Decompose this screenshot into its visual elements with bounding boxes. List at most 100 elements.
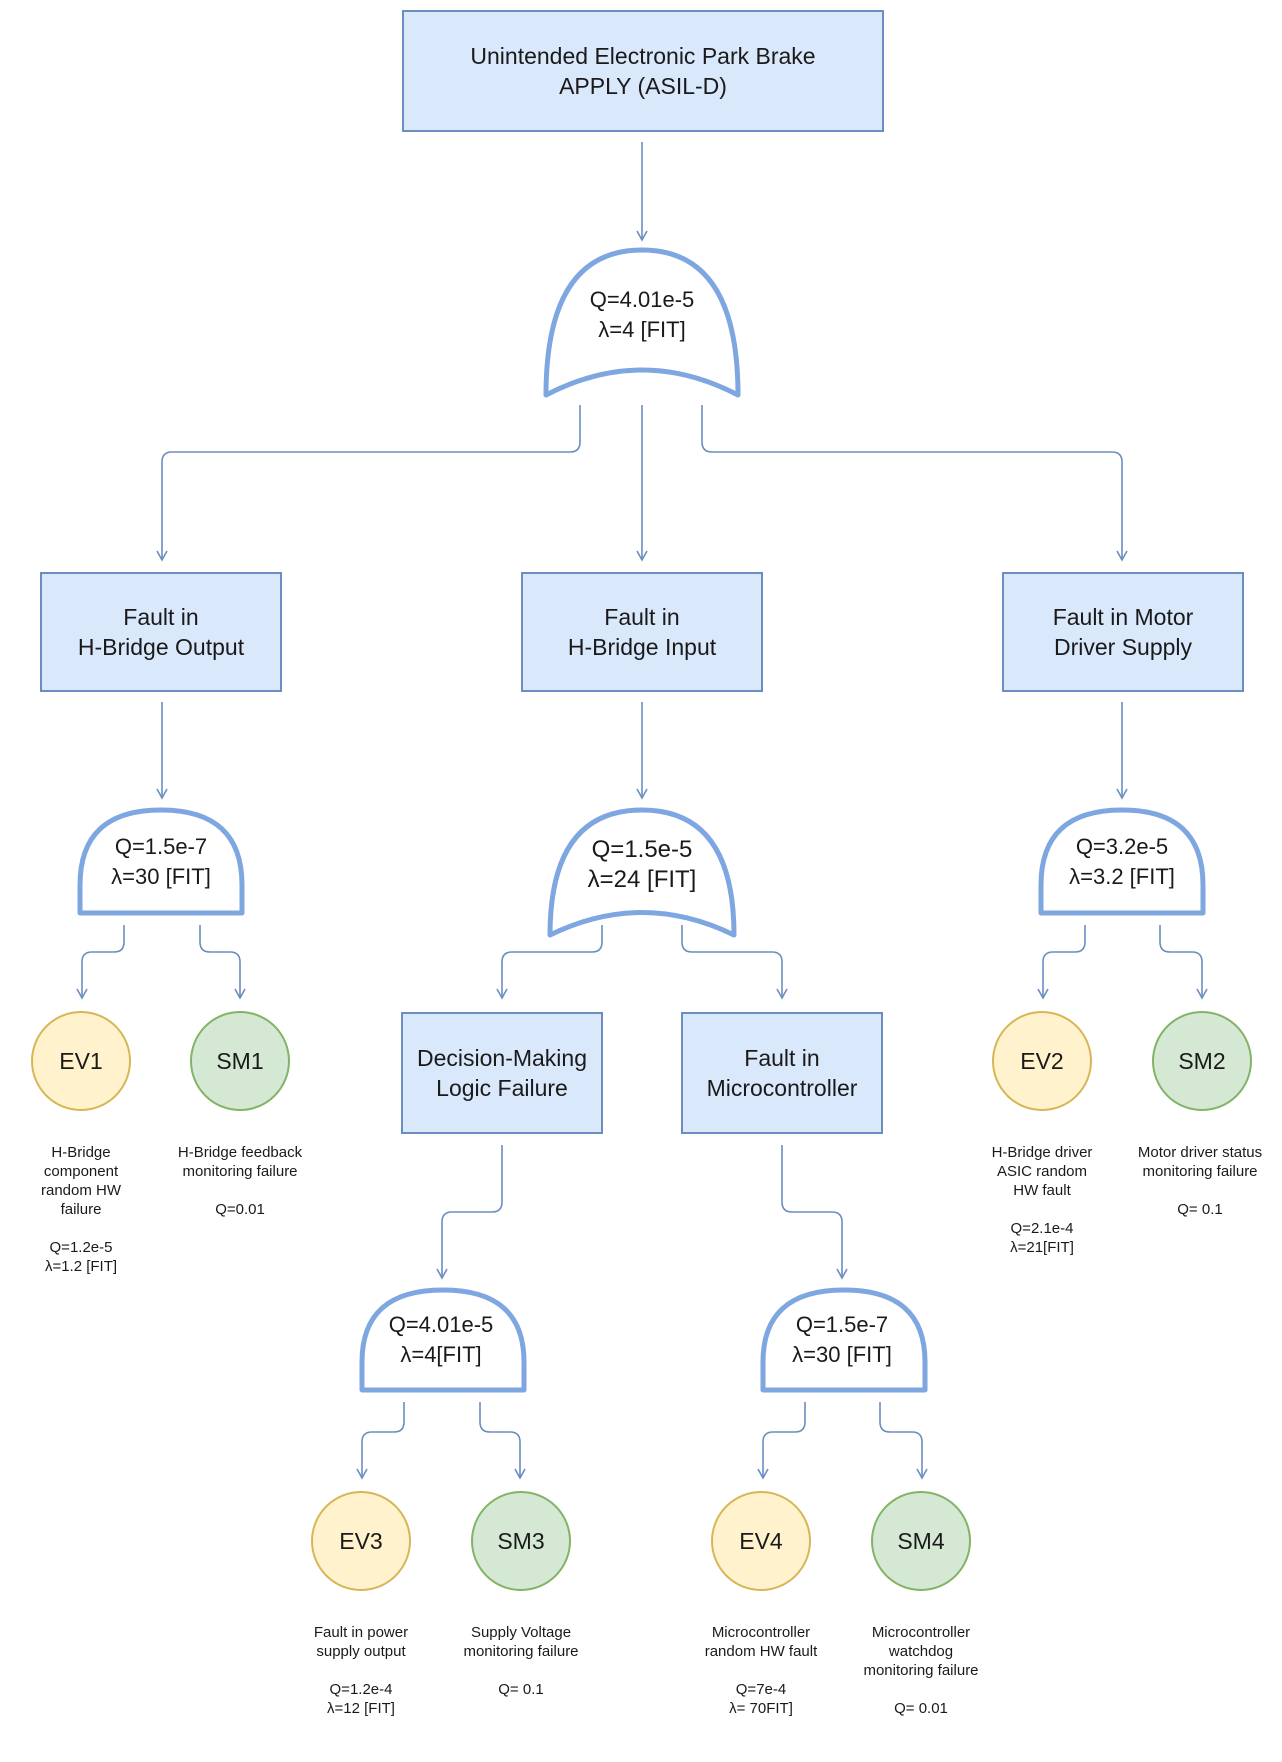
sm3-q: Q= 0.1	[498, 1681, 544, 1698]
ev2-desc-line: ASIC random	[996, 1163, 1088, 1180]
ev2-q: Q=2.1e-4	[1010, 1220, 1074, 1237]
and-gate-hb-output	[77, 807, 245, 916]
gate-decision-logic-lambda: λ=4[FIT]	[400, 1342, 482, 1367]
ev3-lambda: λ=12 [FIT]	[327, 1700, 395, 1717]
ev4-desc-line: random HW fault	[704, 1643, 818, 1660]
connector-micro-gate	[781, 1145, 848, 1280]
and-gate-motor-supply	[1038, 807, 1206, 916]
ev1-desc-line: H-Bridge	[51, 1144, 111, 1161]
sm3-desc-line: monitoring failure	[463, 1643, 579, 1660]
microcontroller-box: Fault in Microcontroller	[681, 1012, 883, 1134]
sm1-q: Q=0.01	[215, 1201, 265, 1218]
ev3-q: Q=1.2e-4	[329, 1681, 393, 1698]
connector-decision	[496, 925, 603, 1000]
event-ev1-description: H-Bridge component random HW failure Q=1…	[6, 1143, 156, 1276]
fault-motor-supply-box: Fault in Motor Driver Supply	[1002, 572, 1244, 692]
event-sm2-description: Motor driver status monitoring failure Q…	[1120, 1143, 1280, 1219]
fault-motor-supply-line1: Fault in Motor	[1052, 604, 1194, 630]
ev3-desc-line: supply output	[316, 1643, 406, 1660]
top-gate-values: Q=4.01e-5 λ=4 [FIT]	[590, 285, 695, 345]
top-gate-lambda: λ=4 [FIT]	[598, 317, 686, 342]
gate-microcontroller-values: Q=1.5e-7 λ=30 [FIT]	[792, 1310, 892, 1370]
event-sm4-circle: SM4	[871, 1491, 971, 1591]
event-ev2-circle: EV2	[992, 1011, 1092, 1111]
gate-hb-input-q: Q=1.5e-5	[591, 836, 693, 863]
gate-hb-input-values: Q=1.5e-5 λ=24 [FIT]	[588, 835, 697, 895]
top-event-line2: APPLY (ASIL-D)	[559, 73, 727, 99]
top-gate-q: Q=4.01e-5	[589, 287, 695, 312]
event-sm1-circle: SM1	[190, 1011, 290, 1111]
gate-hb-output-q: Q=1.5e-7	[114, 834, 208, 859]
event-sm3-circle: SM3	[471, 1491, 571, 1591]
ev3-desc-line: Fault in power	[313, 1624, 409, 1641]
connector-sm1	[199, 925, 246, 1000]
connector-decision-gate	[436, 1145, 503, 1280]
ev2-lambda: λ=21[FIT]	[1010, 1239, 1074, 1256]
sm3-desc-line: Supply Voltage	[470, 1624, 572, 1641]
ev4-desc-line: Microcontroller	[711, 1624, 811, 1641]
fault-hb-output-line1: Fault in	[123, 604, 199, 630]
connector-ev4	[757, 1402, 806, 1480]
ev1-desc-line: failure	[60, 1201, 102, 1218]
sm2-desc-line: Motor driver status	[1137, 1144, 1263, 1161]
fault-hb-output-box: Fault in H-Bridge Output	[40, 572, 282, 692]
ev1-q: Q=1.2e-5	[49, 1239, 113, 1256]
connector-sm2	[1159, 925, 1208, 1000]
ev4-q: Q=7e-4	[735, 1681, 787, 1698]
and-gate-decision-logic	[359, 1287, 527, 1393]
microcontroller-line2: Microcontroller	[706, 1075, 858, 1101]
gate-microcontroller-q: Q=1.5e-7	[795, 1312, 889, 1337]
gate-motor-supply-values: Q=3.2e-5 λ=3.2 [FIT]	[1069, 832, 1175, 892]
top-event-box: Unintended Electronic Park Brake APPLY (…	[402, 10, 884, 132]
fault-hb-output-line2: H-Bridge Output	[77, 634, 245, 660]
and-gate-microcontroller	[760, 1287, 928, 1393]
sm4-desc-line: watchdog	[888, 1643, 954, 1660]
ev2-desc-line: H-Bridge driver	[991, 1144, 1093, 1161]
gate-microcontroller-lambda: λ=30 [FIT]	[792, 1342, 892, 1367]
decision-logic-line2: Logic Failure	[436, 1075, 568, 1101]
gate-hb-output-values: Q=1.5e-7 λ=30 [FIT]	[111, 832, 211, 892]
event-sm2-circle: SM2	[1152, 1011, 1252, 1111]
event-ev1-circle: EV1	[31, 1011, 131, 1111]
fault-hb-input-line2: H-Bridge Input	[567, 634, 717, 660]
sm4-desc-line: monitoring failure	[863, 1662, 979, 1679]
sm2-desc-line: monitoring failure	[1142, 1163, 1258, 1180]
connector-top-right	[701, 405, 1128, 562]
ev1-desc-line: random HW	[40, 1182, 122, 1199]
or-gate-hb-input	[547, 807, 737, 938]
gate-motor-supply-lambda: λ=3.2 [FIT]	[1069, 864, 1175, 889]
event-ev3-description: Fault in power supply output Q=1.2e-4 λ=…	[286, 1623, 436, 1718]
event-ev4-circle: EV4	[711, 1491, 811, 1591]
event-ev4-description: Microcontroller random HW fault Q=7e-4 λ…	[686, 1623, 836, 1718]
ev1-desc-line: component	[43, 1163, 119, 1180]
gate-decision-logic-q: Q=4.01e-5	[388, 1312, 494, 1337]
connector-top-left	[156, 405, 581, 562]
gate-hb-input-lambda: λ=24 [FIT]	[587, 866, 697, 893]
top-event-line1: Unintended Electronic Park Brake	[470, 43, 816, 69]
sm2-q: Q= 0.1	[1177, 1201, 1223, 1218]
ev2-desc-line: HW fault	[1013, 1182, 1071, 1199]
ev4-lambda: λ= 70FIT]	[729, 1700, 793, 1717]
sm4-desc-line: Microcontroller	[871, 1624, 971, 1641]
event-ev3-circle: EV3	[311, 1491, 411, 1591]
ev1-lambda: λ=1.2 [FIT]	[44, 1258, 118, 1275]
fault-hb-input-box: Fault in H-Bridge Input	[521, 572, 763, 692]
connector-micro	[681, 925, 788, 1000]
connector-ev1	[76, 925, 125, 1000]
sm4-q: Q= 0.01	[894, 1700, 948, 1717]
gate-hb-output-lambda: λ=30 [FIT]	[111, 864, 211, 889]
or-gate-top	[543, 247, 741, 398]
connector-ev3	[356, 1402, 405, 1480]
connector-sm3	[479, 1402, 526, 1480]
decision-logic-box: Decision-Making Logic Failure	[401, 1012, 603, 1134]
fault-motor-supply-line2: Driver Supply	[1053, 634, 1193, 660]
microcontroller-line1: Fault in	[744, 1045, 820, 1071]
decision-logic-line1: Decision-Making	[416, 1045, 587, 1071]
event-sm4-description: Microcontroller watchdog monitoring fail…	[846, 1623, 996, 1718]
gate-decision-logic-values: Q=4.01e-5 λ=4[FIT]	[389, 1310, 494, 1370]
gate-motor-supply-q: Q=3.2e-5	[1075, 834, 1169, 859]
fault-hb-input-line1: Fault in	[604, 604, 680, 630]
connector-ev2	[1037, 925, 1086, 1000]
